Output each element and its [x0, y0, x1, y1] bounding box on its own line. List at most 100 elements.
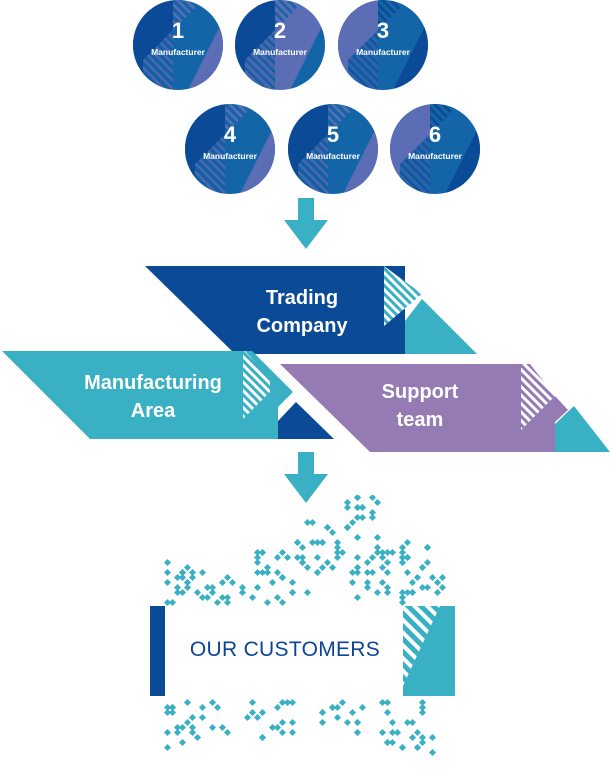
customer-pixel: [253, 553, 262, 562]
customer-pixel: [228, 578, 237, 587]
customer-pixel: [278, 598, 287, 607]
customer-pixel: [208, 723, 217, 732]
customer-pixel: [388, 718, 397, 727]
customer-pixel: [253, 568, 262, 577]
customer-pixel: [298, 543, 307, 552]
customer-pixel: [353, 533, 362, 542]
customer-pixel: [363, 558, 372, 567]
manufacturer-circle-2: 2 Manufacturer: [235, 0, 325, 90]
customer-pixel: [418, 708, 427, 717]
customer-pixel: [348, 708, 357, 717]
customer-pixel: [168, 703, 177, 712]
customer-pixel: [218, 593, 227, 602]
customer-pixel: [353, 728, 362, 737]
circle-pattern: [288, 104, 378, 194]
customer-pixel: [353, 503, 362, 512]
customer-pixel: [333, 553, 342, 562]
customer-pixel: [398, 543, 407, 552]
manufacturer-number: 2: [273, 18, 287, 43]
customers-accent-bar: [150, 606, 165, 696]
customer-pixel: [163, 558, 172, 567]
customer-pixel: [438, 573, 447, 582]
customer-pixel: [253, 558, 262, 567]
customer-pixel: [423, 543, 432, 552]
customer-pixel: [223, 598, 232, 607]
trading-line-1: Trading: [265, 287, 339, 309]
customer-pixel: [163, 703, 172, 712]
customer-pixel: [218, 723, 227, 732]
customer-pixel: [238, 588, 247, 597]
customer-pixel: [308, 518, 317, 527]
customer-pixel: [203, 593, 212, 602]
customer-pixel: [313, 568, 322, 577]
customer-pixel: [423, 583, 432, 592]
customer-pixel: [398, 553, 407, 562]
customer-pixel: [418, 738, 427, 747]
customer-pixel: [398, 743, 407, 752]
customer-pixel: [378, 548, 387, 557]
customer-pixel: [178, 738, 187, 747]
manufacturer-circle-1: 1 Manufacturer: [133, 0, 223, 90]
customer-pixel: [353, 568, 362, 577]
customer-pixel: [288, 718, 297, 727]
customer-pixel: [178, 573, 187, 582]
customer-pixel: [298, 558, 307, 567]
customer-pixel: [368, 513, 377, 522]
customer-pixel: [318, 718, 327, 727]
customer-pixel: [188, 573, 197, 582]
customer-pixel: [283, 553, 292, 562]
customer-pixel: [168, 598, 177, 607]
customer-pixel: [198, 713, 207, 722]
manufacturer-circle-5: 5 Manufacturer: [288, 104, 378, 194]
customer-pixel: [338, 548, 347, 557]
customer-pixel: [373, 548, 382, 557]
customer-pixel: [423, 558, 432, 567]
manufacturer-label: Manufacturer: [203, 151, 257, 161]
customer-pixel: [408, 588, 417, 597]
customer-pixel: [333, 538, 342, 547]
customer-pixel: [163, 708, 172, 717]
customer-pixel: [433, 578, 442, 587]
customer-pixel: [373, 543, 382, 552]
customer-pixel: [378, 578, 387, 587]
customer-pixel: [383, 708, 392, 717]
customer-pixel: [263, 598, 272, 607]
customer-pixel: [318, 538, 327, 547]
customer-pixel: [183, 583, 192, 592]
customer-pixel: [333, 703, 342, 712]
customer-pixel: [183, 718, 192, 727]
customer-pixel: [328, 703, 337, 712]
customer-pixel: [318, 708, 327, 717]
customer-pixel: [383, 698, 392, 707]
customer-pixel: [398, 558, 407, 567]
customer-pixel: [338, 698, 347, 707]
customer-pixel: [433, 588, 442, 597]
customer-pixel: [218, 578, 227, 587]
customer-pixel: [193, 588, 202, 597]
customer-pixel: [188, 728, 197, 737]
manufacturing-area-banner: [2, 351, 334, 439]
customer-pixel: [428, 733, 437, 742]
customer-pixel: [353, 718, 362, 727]
customer-pixel: [278, 548, 287, 557]
customer-pixel: [273, 553, 282, 562]
circle-pattern: [338, 0, 428, 90]
customer-pixel: [323, 558, 332, 567]
customer-pixel: [313, 553, 322, 562]
customer-pixel: [303, 588, 312, 597]
customer-pixel: [248, 593, 257, 602]
customer-pixel: [308, 538, 317, 547]
customer-pixel: [303, 518, 312, 527]
customer-pixel: [178, 723, 187, 732]
customer-pixel: [163, 728, 172, 737]
customer-pixel: [333, 543, 342, 552]
customer-pixel: [373, 588, 382, 597]
customer-pixel: [403, 553, 412, 562]
manufacturer-label: Manufacturer: [306, 151, 360, 161]
customer-pixel: [368, 508, 377, 517]
customer-pixel: [183, 563, 192, 572]
customer-pixel: [353, 553, 362, 562]
customer-pixel: [398, 598, 407, 607]
trading-company-banner: [145, 266, 477, 354]
circle-pattern: [133, 0, 223, 90]
